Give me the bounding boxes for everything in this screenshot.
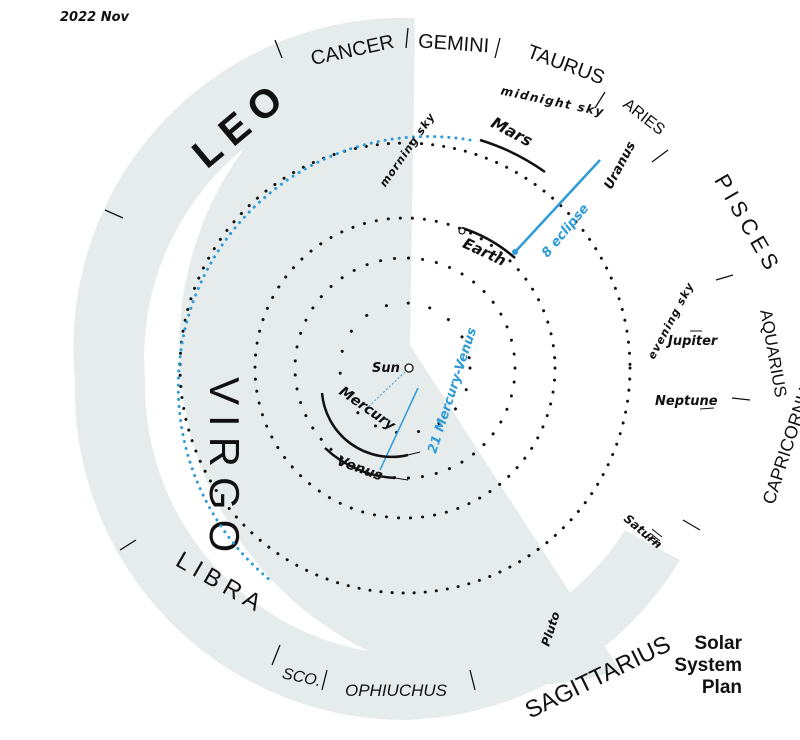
earth-arc [461, 226, 516, 259]
mercury-venus-line [364, 371, 406, 411]
label-uranus: Uranus [601, 139, 639, 192]
constellation-pisces: PISCES [709, 170, 786, 278]
eclipse-line [514, 159, 601, 253]
constellation-aquarius: AQUARIUS [756, 308, 790, 399]
label-evening-sky: evening sky [645, 280, 697, 361]
mars-arc [479, 138, 546, 174]
date-label: 2022 Nov [60, 10, 129, 25]
title-line-3: Plan [701, 677, 742, 698]
title-line-1: Solar [694, 633, 742, 654]
neptune-tick [699, 407, 715, 410]
morning-sky-boundary [176, 135, 472, 582]
sun-marker [404, 363, 414, 373]
mercury-arrow [407, 451, 421, 456]
constellation-virgo: VIRGO [201, 377, 248, 562]
label-jupiter: Jupiter [665, 334, 719, 349]
constellation-dividers [104, 27, 751, 691]
venus-arrow [394, 477, 409, 481]
zodiac-band-shade [73, 17, 415, 721]
orbits [178, 141, 632, 595]
orbit-mars [178, 141, 632, 595]
shaded-sector [179, 25, 620, 686]
orbit-venus [293, 256, 517, 480]
constellation-gemini: GEMINI [417, 30, 489, 57]
constellation-aries: ARIES [620, 96, 668, 139]
eclipse-marker [512, 249, 518, 255]
page-title: Solar System Plan [674, 633, 742, 699]
constellation-ophiuchus: OPHIUCHUS [345, 681, 448, 700]
orbit-mercury [338, 301, 472, 435]
saturn-ticks [647, 528, 663, 546]
label-sun: Sun [372, 361, 400, 376]
venus-arc [324, 447, 396, 480]
shaded-sector-inner-cut [410, 105, 515, 345]
earth-marker [458, 227, 466, 235]
constellation-taurus: TAURUS [524, 41, 607, 89]
label-midnight-sky: midnight sky [500, 84, 606, 120]
orbit-earth [253, 216, 557, 520]
label-neptune: Neptune [655, 394, 718, 409]
mercury-arc [320, 392, 409, 459]
zodiac-band-shade-lower [405, 530, 680, 720]
title-line-2: System [674, 655, 742, 676]
